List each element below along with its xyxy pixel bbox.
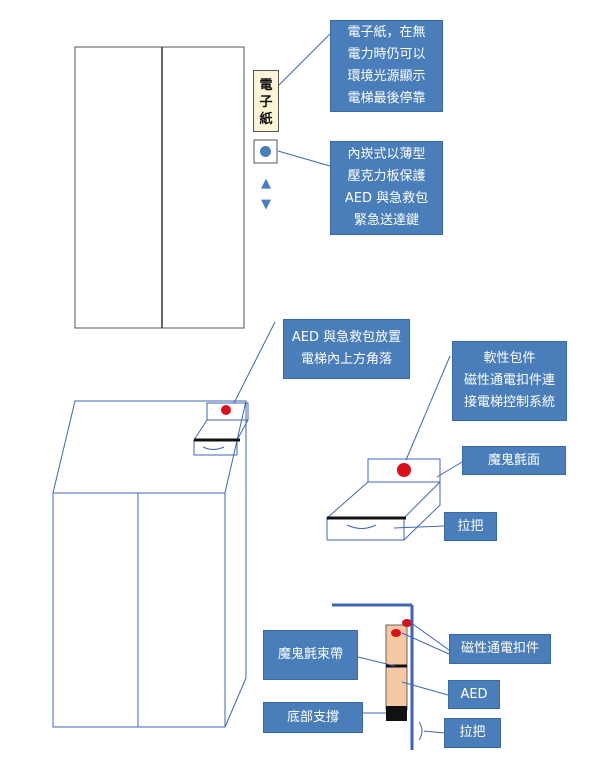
epaper-char: 電 bbox=[259, 78, 273, 93]
elevator-front-face bbox=[52, 492, 226, 728]
small-kit-red-dot bbox=[221, 405, 231, 415]
callout-handle-bottom: 拉把 bbox=[444, 718, 501, 748]
callout-aed-location: AED 與急救包放置 電梯內上方角落 bbox=[283, 319, 410, 379]
callout-button: 內崁式以薄型 壓克力板保護 AED 與急救包 緊急送達鍵 bbox=[330, 141, 443, 235]
elevator-doors-front bbox=[74, 46, 245, 329]
callout-line: 磁性通電扣件連 bbox=[463, 373, 555, 388]
down-arrow-icon[interactable]: ▼ bbox=[261, 197, 271, 212]
callout-line: AED 與急救包放置 bbox=[291, 330, 402, 345]
callout-velcro-strap: 魔鬼氈束帶 bbox=[263, 630, 358, 680]
callout-line: 內崁式以薄型 bbox=[347, 147, 426, 162]
leader-soft-case bbox=[405, 355, 451, 461]
callout-bottom-support: 底部支撐 bbox=[263, 702, 363, 733]
leader-lines bbox=[233, 33, 463, 734]
large-kit-handle bbox=[346, 524, 377, 529]
epaper-display-label: 電 子 紙 bbox=[253, 70, 279, 132]
callout-line: 軟性包件 bbox=[483, 351, 536, 366]
bottom-handle bbox=[418, 721, 423, 741]
callout-epaper: 電子紙，在無 電力時仍可以 環境光源顯示 電梯最後停靠 bbox=[330, 20, 443, 112]
callout-line: 磁性通電扣件 bbox=[460, 641, 539, 656]
callout-magnetic-clasp: 磁性通電扣件 bbox=[449, 634, 551, 664]
callout-aed: AED bbox=[448, 680, 500, 709]
elevator-box-3d bbox=[52, 400, 247, 728]
callout-soft-case: 軟性包件 磁性通電扣件連 接電梯控制系統 bbox=[452, 341, 567, 421]
emergency-call-button[interactable] bbox=[253, 139, 278, 164]
leader-epaper bbox=[277, 33, 331, 87]
magnetic-clasp-dot-2 bbox=[402, 619, 412, 627]
callout-line: 電梯內上方角落 bbox=[300, 352, 392, 367]
callout-velcro-surface: 魔鬼氈面 bbox=[462, 446, 566, 475]
magnetic-clasp-dot-1 bbox=[391, 629, 401, 637]
callout-handle-mid: 拉把 bbox=[444, 512, 497, 541]
leader-magnetic-1 bbox=[409, 621, 450, 651]
callout-line: 接電梯控制系統 bbox=[463, 395, 555, 410]
callout-line: 魔鬼氈束帶 bbox=[277, 647, 343, 662]
elevator-top-face bbox=[52, 400, 247, 494]
epaper-char: 紙 bbox=[259, 112, 273, 127]
elevator-door-frame bbox=[74, 46, 245, 329]
callout-line: 電子紙，在無 bbox=[347, 25, 426, 40]
callout-line: 電梯最後停靠 bbox=[347, 91, 426, 106]
leader-aed-location bbox=[233, 321, 276, 404]
callout-line: 環境光源顯示 bbox=[347, 69, 426, 84]
callout-line: 緊急送達鍵 bbox=[353, 213, 419, 228]
leader-aed bbox=[401, 681, 449, 696]
wall-section bbox=[332, 603, 423, 750]
leader-velcro-surface bbox=[436, 461, 463, 478]
leader-handle-bottom bbox=[423, 730, 445, 734]
small-kit-handle bbox=[202, 446, 225, 450]
leader-velcro-strap bbox=[357, 656, 396, 667]
callout-line: 電力時仍可以 bbox=[347, 47, 426, 62]
call-button-dot bbox=[260, 146, 271, 157]
callout-line: 底部支撐 bbox=[286, 709, 339, 725]
callout-line: AED bbox=[460, 686, 488, 702]
large-kit-red-dot bbox=[397, 463, 411, 477]
callout-line: 壓克力板保護 bbox=[347, 169, 426, 184]
leader-handle-mid bbox=[393, 525, 445, 529]
callout-line: AED 與急救包 bbox=[344, 191, 429, 206]
callout-line: 拉把 bbox=[459, 725, 486, 740]
elevator-side-face bbox=[224, 401, 247, 728]
large-aed-kit bbox=[325, 458, 441, 541]
bottom-support-block bbox=[386, 706, 407, 721]
callout-line: 魔鬼氈面 bbox=[487, 452, 540, 468]
leader-magnetic-2 bbox=[401, 632, 450, 655]
up-arrow-icon[interactable]: ▲ bbox=[261, 176, 271, 191]
epaper-char: 子 bbox=[259, 95, 273, 110]
leader-button bbox=[277, 150, 331, 167]
callout-line: 拉把 bbox=[457, 518, 484, 534]
